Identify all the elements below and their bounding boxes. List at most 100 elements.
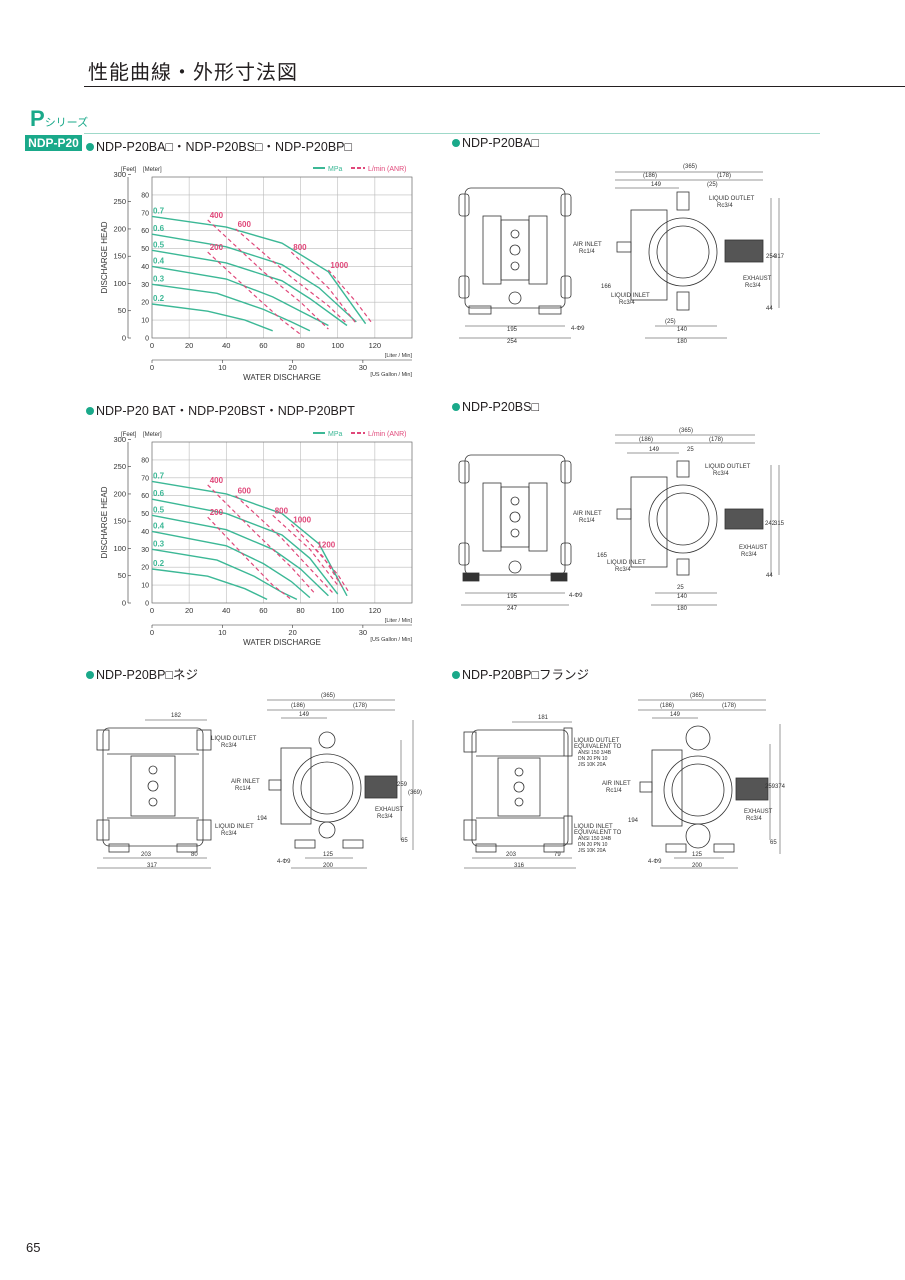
- gpm-unit-label: [US Gallon / Min]: [370, 637, 412, 643]
- lpm-tick-label: 40: [222, 341, 230, 350]
- liquid-outlet-label: LIQUID OUTLET: [211, 736, 257, 742]
- bullet-icon: [452, 671, 460, 679]
- feet-tick-label: 300: [113, 435, 126, 444]
- outlet-rc: Rc3/4: [713, 471, 729, 477]
- pressure-label: 0.7: [153, 206, 165, 215]
- dim-44: 44: [766, 573, 773, 579]
- dim-186: (186): [643, 173, 657, 179]
- dim-bp-screw-heading-text: NDP-P20BP□ネジ: [96, 668, 199, 682]
- side-view: [616, 460, 764, 576]
- dimension-drawing-ba: (365) (186) (178) 149 (25) LIQUID OUTLET…: [458, 164, 785, 345]
- feet-tick-label: 200: [113, 489, 126, 498]
- chart2-heading-text: NDP-P20 BAT・NDP-P20BST・NDP-P20BPT: [96, 404, 355, 418]
- dimension-drawing-bp-screw: 182 LIQUID OUTLET Rc3/4 LIQUID INLET Rc3…: [96, 693, 422, 869]
- pressure-curve: [151, 568, 268, 601]
- feet-tick-label: 50: [118, 306, 126, 315]
- feet-tick-label: 0: [122, 334, 126, 343]
- legend-lmin-label: L/min (ANR): [368, 431, 407, 438]
- air-inlet-label: AIR INLET: [231, 779, 260, 785]
- gpm-unit-label: [US Gallon / Min]: [370, 372, 412, 378]
- feet-tick-label: 250: [113, 462, 126, 471]
- dim-140: 140: [677, 327, 688, 333]
- bullet-icon: [86, 407, 94, 415]
- dim-203: 203: [506, 852, 517, 858]
- bullet-icon: [452, 403, 460, 411]
- dim-365: (365): [690, 693, 704, 699]
- dim-186: (186): [291, 703, 305, 709]
- dim-178: (178): [717, 173, 731, 179]
- meter-tick-label: 60: [141, 493, 149, 500]
- meter-tick-label: 60: [141, 228, 149, 235]
- exhaust-label: EXHAUST: [375, 807, 404, 813]
- feet-tick-label: 0: [122, 599, 126, 608]
- dim-80: 80: [191, 852, 198, 858]
- dim-125: 125: [323, 852, 334, 858]
- dim-254-w: 254: [507, 339, 518, 345]
- meter-tick-label: 0: [145, 336, 149, 343]
- meter-tick-label: 20: [141, 565, 149, 572]
- dim-195: 195: [507, 327, 518, 333]
- feet-tick-label: 300: [113, 170, 126, 179]
- air-label: 600: [238, 487, 252, 496]
- outlet-rc: Rc3/4: [717, 203, 733, 209]
- lpm-tick-label: 40: [222, 606, 230, 615]
- exhaust-label: EXHAUST: [744, 809, 773, 815]
- air-curve: [290, 523, 344, 590]
- lpm-tick-label: 60: [259, 341, 267, 350]
- legend-mpa-label: MPa: [328, 166, 343, 173]
- air-inlet-label: AIR INLET: [602, 781, 631, 787]
- air-rc: Rc1/4: [579, 249, 595, 255]
- bullet-icon: [86, 671, 94, 679]
- pressure-label: 0.6: [153, 224, 165, 233]
- equivalent-label-2: EQUIVALENT TO: [574, 830, 622, 836]
- dim-315: 315: [774, 521, 785, 527]
- dim-374: 374: [775, 784, 786, 790]
- pressure-label: 0.3: [153, 539, 165, 548]
- dim-180: 180: [677, 606, 688, 612]
- dim-178: (178): [709, 437, 723, 443]
- dimension-lines: [459, 171, 780, 339]
- air-curve: [207, 516, 292, 600]
- meter-tick-label: 40: [141, 529, 149, 536]
- dim-25-top: (25): [707, 182, 718, 188]
- pressure-curve: [151, 249, 348, 327]
- air-label: 1000: [330, 261, 348, 270]
- pressure-curve: [151, 265, 329, 327]
- dim-bs-heading-text: NDP-P20BS□: [462, 400, 540, 414]
- meter-tick-label: 80: [141, 457, 149, 464]
- pressure-label: 0.3: [153, 274, 165, 283]
- inlet-rc: Rc3/4: [221, 831, 237, 837]
- air-rc: Rc1/4: [606, 788, 622, 794]
- air-curve: [290, 251, 357, 325]
- dim-194: 194: [628, 818, 639, 824]
- meter-tick-label: 70: [141, 210, 149, 217]
- exhaust-rc: Rc3/4: [377, 814, 393, 820]
- exhaust-rc: Rc3/4: [746, 816, 762, 822]
- meter-tick-label: 70: [141, 475, 149, 482]
- exhaust-rc: Rc3/4: [741, 552, 757, 558]
- dim-203: 203: [141, 852, 152, 858]
- plot-frame: [151, 176, 413, 339]
- dim-ba-heading: NDP-P20BA□: [452, 136, 539, 150]
- meter-tick-label: 50: [141, 511, 149, 518]
- y-axis-label: DISCHARGE HEAD: [100, 221, 109, 293]
- lpm-tick-label: 120: [369, 341, 382, 350]
- dim-182: 182: [171, 713, 182, 719]
- dim-242: 242: [765, 521, 776, 527]
- dim-149: 149: [649, 447, 660, 453]
- side-view: [616, 191, 764, 311]
- dim-25-bottom: (25): [665, 319, 676, 325]
- pressure-label: 0.5: [153, 505, 165, 514]
- dim-149: 149: [299, 712, 310, 718]
- feet-unit-label: [Feet]: [121, 167, 137, 173]
- dim-65: 65: [770, 840, 777, 846]
- meter-tick-label: 50: [141, 246, 149, 253]
- performance-chart-1: 80706050403020100300250200150100500[Feet…: [100, 166, 413, 382]
- lpm-tick-label: 80: [296, 606, 304, 615]
- holes-label: 4-Φ9: [571, 326, 585, 332]
- dim-195: 195: [507, 594, 518, 600]
- dimension-drawing-bs: (365) (186) (178) 149 25 LIQUID OUTLET R…: [458, 428, 785, 612]
- dim-186: (186): [660, 703, 674, 709]
- pressure-label: 0.4: [153, 521, 165, 530]
- pressure-curve: [151, 215, 367, 325]
